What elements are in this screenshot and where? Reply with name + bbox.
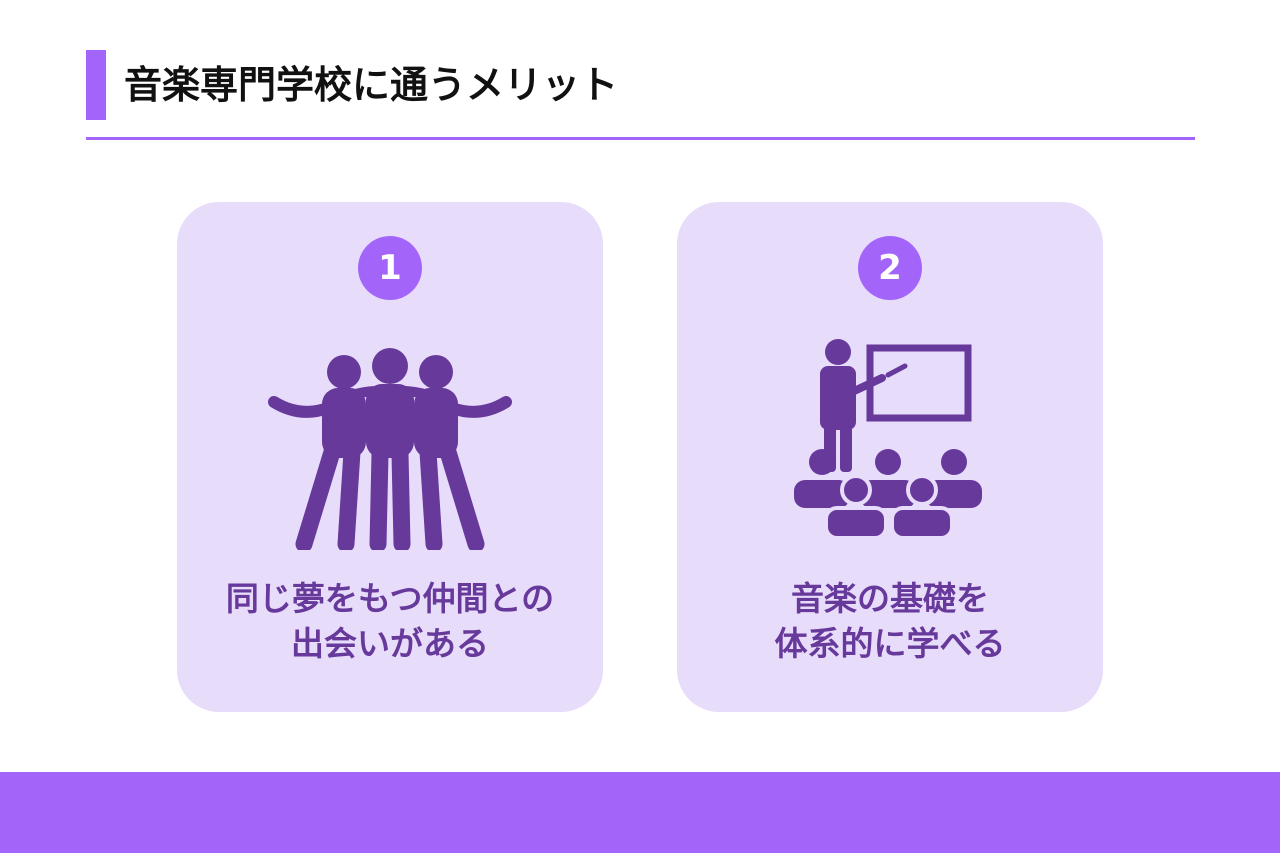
title-accent-bar	[86, 50, 106, 120]
friends-group-icon	[268, 348, 512, 550]
benefit-text-2-line-1: 音楽の基礎を	[791, 579, 989, 618]
number-badge-1: 1	[358, 236, 422, 300]
benefit-text-1: 同じ夢をもつ仲間との 出会いがある	[177, 576, 603, 666]
benefit-card-1: 1 同じ夢をもつ仲間との 出会い	[177, 202, 603, 712]
footer-band	[0, 772, 1280, 853]
benefit-card-2: 2 音楽の基礎を 体系的に学べる	[677, 202, 1103, 712]
benefit-text-2: 音楽の基礎を 体系的に学べる	[677, 576, 1103, 666]
page-title: 音楽専門学校に通うメリット	[124, 63, 619, 107]
teacher-lecture-icon	[794, 339, 982, 540]
number-badge-2: 2	[858, 236, 922, 300]
benefit-text-2-line-2: 体系的に学べる	[774, 624, 1006, 663]
benefit-text-1-line-2: 出会いがある	[291, 624, 489, 663]
title-divider	[86, 137, 1195, 140]
benefit-text-1-line-1: 同じ夢をもつ仲間との	[225, 579, 555, 618]
